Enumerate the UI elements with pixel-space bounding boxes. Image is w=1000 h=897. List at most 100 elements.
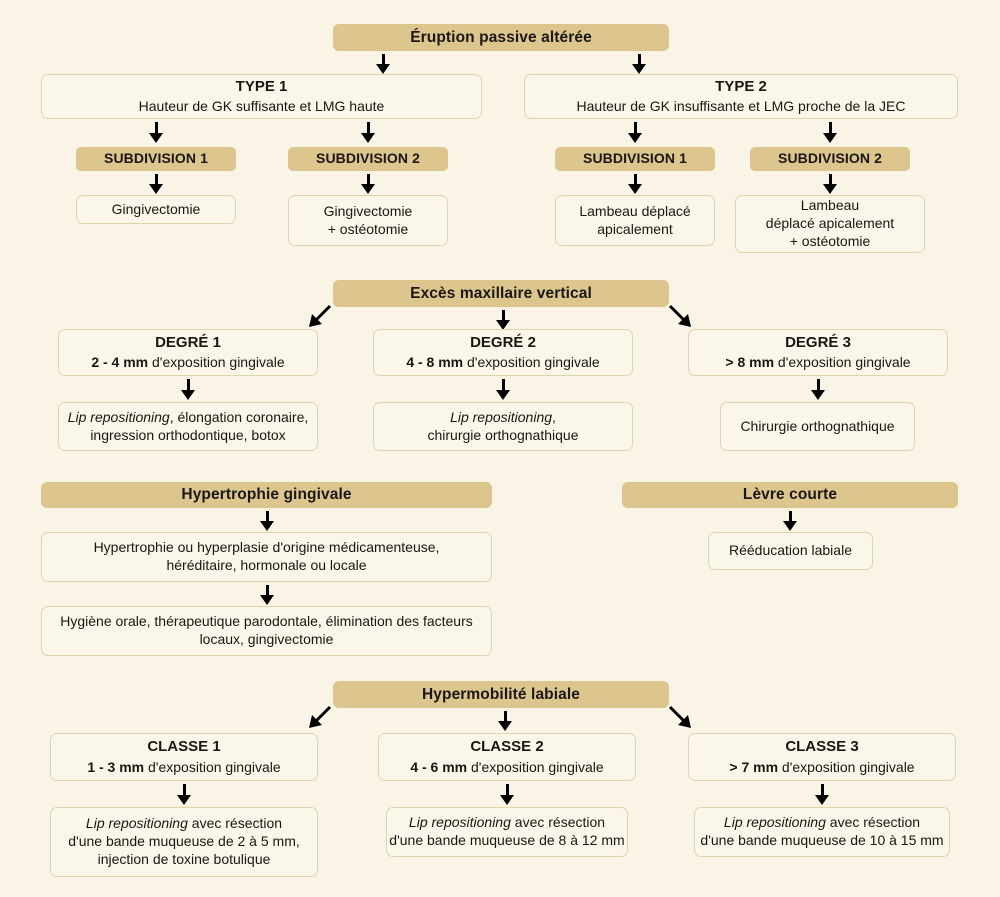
arrow-type2-subdivision2-to-lambeau-osteotomie xyxy=(820,174,840,194)
type-1-subtitle: Hauteur de GK suffisante et LMG haute xyxy=(138,98,385,115)
node-type1-subdivision-1: SUBDIVISION 1 xyxy=(76,147,236,171)
node-type2-subdivision-2: SUBDIVISION 2 xyxy=(750,147,910,171)
node-classe-1: CLASSE 1 1 - 3 mm d'exposition gingivale xyxy=(50,733,318,781)
classe-3-range-suffix: d'exposition gingivale xyxy=(778,758,915,775)
treatment-rest: , xyxy=(552,408,556,425)
treatment-text-line2: + ostéotomie xyxy=(327,220,409,237)
degre-2-range: 4 - 8 mm d'exposition gingivale xyxy=(406,354,599,372)
arrow-levre-to-treatment xyxy=(780,511,800,531)
section-header-hypertrophie-gingivale: Hypertrophie gingivale xyxy=(41,482,492,508)
node-classe-3: CLASSE 3 > 7 mm d'exposition gingivale xyxy=(688,733,956,781)
node-treatment-gingivectomie-osteotomie: Gingivectomie + ostéotomie xyxy=(288,195,448,246)
classe-3-title: CLASSE 3 xyxy=(785,738,859,756)
classe-1-title: CLASSE 1 xyxy=(147,738,221,756)
classe-1-range-value: 1 - 3 mm xyxy=(87,758,145,775)
treatment-italic-term: Lip repositioning xyxy=(67,408,170,425)
treatment-text-line2: déplacé apicalement xyxy=(765,215,895,232)
degre-3-title: DEGRÉ 3 xyxy=(785,333,851,351)
type-2-subtitle: Hauteur de GK insuffisante et LMG proche… xyxy=(576,98,906,115)
arrow-subdivision1-to-gingivectomie xyxy=(146,174,166,194)
arrow-hypermobilite-to-classe2 xyxy=(495,711,515,731)
treatment-text: Gingivectomie xyxy=(111,200,201,217)
section-header-hypermobilite-labiale: Hypermobilité labiale xyxy=(333,681,669,708)
classe-1-treatment-line3: injection de toxine botulique xyxy=(97,850,271,867)
arrow-hypermobilite-to-classe1-diagonal xyxy=(306,705,332,731)
arrow-cause-to-hypertrophie-treatment xyxy=(257,585,277,605)
arrow-type1-to-subdivision1 xyxy=(146,122,166,143)
arrow-type2-to-subdivision2 xyxy=(820,122,840,143)
arrow-subdivision2-to-gingivectomie-osteotomie xyxy=(358,174,378,194)
degre-1-treatment-line2: ingression orthodontique, botox xyxy=(90,426,286,443)
treatment-rest: avec résection xyxy=(510,814,606,831)
node-classe-2: CLASSE 2 4 - 6 mm d'exposition gingivale xyxy=(378,733,636,781)
node-degre-2: DEGRÉ 2 4 - 8 mm d'exposition gingivale xyxy=(373,329,633,376)
classe-1-treatment-line1: Lip repositioning avec résection xyxy=(86,815,282,833)
arrow-exces-to-degre2 xyxy=(493,310,513,330)
arrow-classe1-to-treatment xyxy=(174,784,194,805)
node-degre-1-treatment: Lip repositioning, élongation coronaire,… xyxy=(58,402,318,451)
hypertrophie-treatment-line1: Hygiène orale, thérapeutique parodontale… xyxy=(60,613,473,630)
treatment-rest: avec résection xyxy=(825,814,921,831)
node-treatment-gingivectomie: Gingivectomie xyxy=(76,195,236,224)
arrow-eruption-to-type1 xyxy=(373,54,393,74)
arrow-degre1-to-treatment xyxy=(178,379,198,400)
degre-2-treatment-line2: chirurgie orthognathique xyxy=(427,426,579,443)
arrow-hypertrophie-to-cause xyxy=(257,511,277,531)
degre-2-title: DEGRÉ 2 xyxy=(470,333,536,351)
node-type-1: TYPE 1 Hauteur de GK suffisante et LMG h… xyxy=(41,74,482,119)
classe-3-treatment-line2: d'une bande muqueuse de 10 à 15 mm xyxy=(700,832,944,848)
arrow-classe3-to-treatment xyxy=(812,784,832,805)
node-classe-1-treatment: Lip repositioning avec résection d'une b… xyxy=(50,807,318,877)
node-hypertrophie-treatment: Hygiène orale, thérapeutique parodontale… xyxy=(41,606,492,656)
degre-2-treatment-line1: Lip repositioning, xyxy=(450,409,556,427)
classe-1-range: 1 - 3 mm d'exposition gingivale xyxy=(87,759,280,777)
arrow-degre2-to-treatment xyxy=(493,379,513,400)
treatment-italic-term: Lip repositioning xyxy=(408,814,511,831)
hypertrophie-treatment-line2: locaux, gingivectomie xyxy=(199,631,334,647)
arrow-type2-subdivision1-to-lambeau xyxy=(625,174,645,194)
degre-1-treatment-line1: Lip repositioning, élongation coronaire, xyxy=(68,409,309,427)
arrow-degre3-to-treatment xyxy=(808,379,828,400)
arrow-exces-to-degre3-diagonal xyxy=(668,304,694,330)
degre-1-range-suffix: d'exposition gingivale xyxy=(148,354,285,371)
degre-3-treatment-text: Chirurgie orthognathique xyxy=(740,417,895,434)
degre-1-range-value: 2 - 4 mm xyxy=(91,354,149,371)
degre-1-range: 2 - 4 mm d'exposition gingivale xyxy=(91,354,284,372)
classe-2-range-value: 4 - 6 mm xyxy=(410,758,468,775)
treatment-rest: , élongation coronaire, xyxy=(169,408,309,425)
degre-2-range-suffix: d'exposition gingivale xyxy=(463,354,600,371)
classe-2-range-suffix: d'exposition gingivale xyxy=(467,758,604,775)
degre-1-title: DEGRÉ 1 xyxy=(155,333,221,351)
treatment-italic-term: Lip repositioning xyxy=(85,815,188,832)
arrow-classe2-to-treatment xyxy=(497,784,517,805)
classe-3-range-value: > 7 mm xyxy=(729,758,779,775)
treatment-text-line2: apicalement xyxy=(597,220,673,237)
treatment-rest: avec résection xyxy=(187,815,283,832)
treatment-text-line1: Gingivectomie xyxy=(323,202,413,219)
section-header-exces-maxillaire: Excès maxillaire vertical xyxy=(333,280,669,307)
node-treatment-lambeau-osteotomie: Lambeau déplacé apicalement + ostéotomie xyxy=(735,195,925,253)
section-header-eruption: Éruption passive altérée xyxy=(333,24,669,51)
classe-2-range: 4 - 6 mm d'exposition gingivale xyxy=(410,759,603,777)
arrow-type1-to-subdivision2 xyxy=(358,122,378,143)
node-degre-3-treatment: Chirurgie orthognathique xyxy=(720,402,915,451)
node-degre-1: DEGRÉ 1 2 - 4 mm d'exposition gingivale xyxy=(58,329,318,376)
type-1-title: TYPE 1 xyxy=(235,77,288,95)
treatment-italic-term: Lip repositioning xyxy=(723,814,826,831)
node-classe-2-treatment: Lip repositioning avec résection d'une b… xyxy=(386,807,628,857)
cause-line1: Hypertrophie ou hyperplasie d'origine mé… xyxy=(93,539,440,556)
node-treatment-lambeau-apical: Lambeau déplacé apicalement xyxy=(555,195,715,246)
treatment-italic-term: Lip repositioning xyxy=(450,408,553,425)
type-2-title: TYPE 2 xyxy=(715,77,767,95)
degre-2-range-value: 4 - 8 mm xyxy=(406,354,464,371)
node-type2-subdivision-1: SUBDIVISION 1 xyxy=(555,147,715,171)
classe-3-treatment-line1: Lip repositioning avec résection xyxy=(724,814,920,832)
classe-2-treatment-line1: Lip repositioning avec résection xyxy=(409,814,605,832)
arrow-type2-to-subdivision1 xyxy=(625,122,645,143)
cause-line2: héréditaire, hormonale ou locale xyxy=(166,557,367,573)
classe-1-treatment-line2: d'une bande muqueuse de 2 à 5 mm, xyxy=(68,833,300,850)
node-type1-subdivision-2: SUBDIVISION 2 xyxy=(288,147,448,171)
degre-3-range: > 8 mm d'exposition gingivale xyxy=(725,354,910,372)
arrow-eruption-to-type2 xyxy=(629,54,649,74)
